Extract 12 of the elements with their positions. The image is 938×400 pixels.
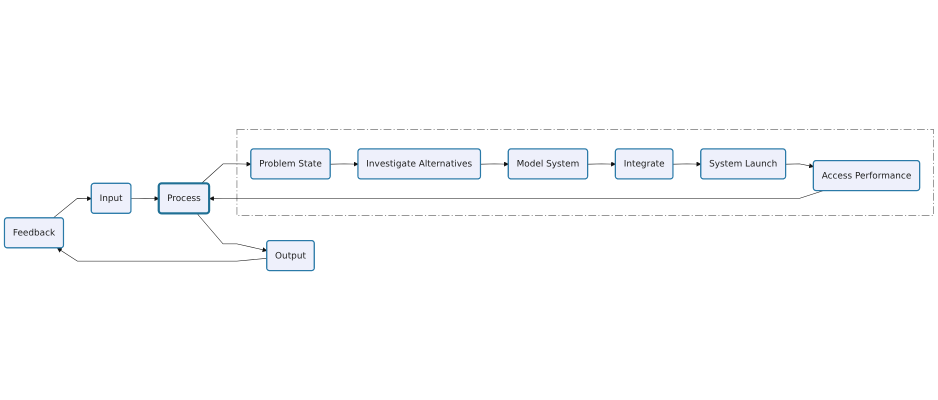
arrow — [672, 162, 702, 166]
arrow — [786, 163, 814, 168]
arrow — [480, 162, 509, 166]
arrow — [57, 248, 268, 262]
cluster — [236, 129, 934, 216]
arrow — [200, 162, 252, 184]
arrow — [196, 213, 268, 252]
arrow — [52, 196, 92, 218]
arrow — [588, 162, 616, 166]
arrow — [130, 196, 160, 201]
arrow — [330, 162, 358, 166]
arrow — [209, 190, 823, 201]
